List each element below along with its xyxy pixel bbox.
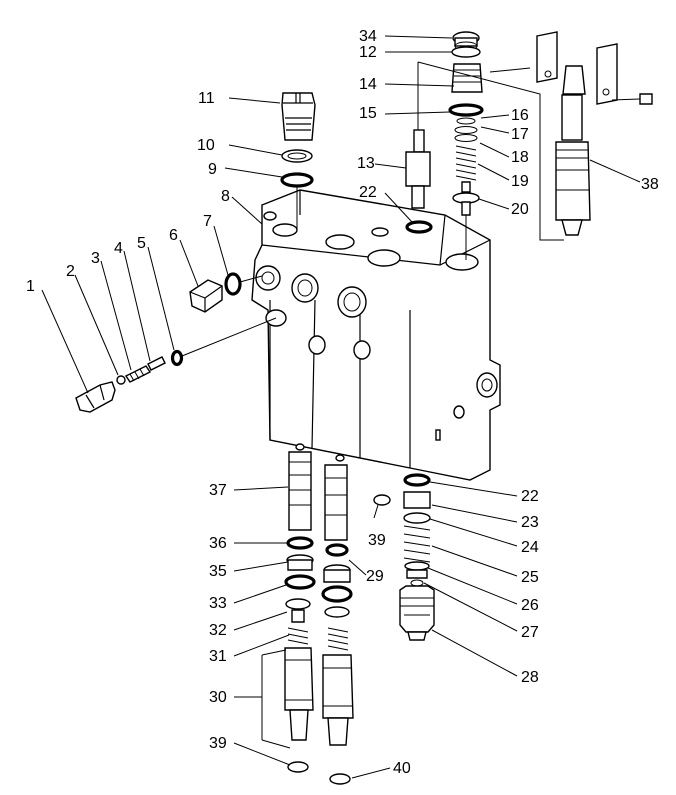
label-39-upper: 39 — [368, 532, 386, 549]
center-stack-parts — [405, 31, 564, 260]
label-35: 35 — [209, 563, 227, 580]
label-32: 32 — [209, 622, 227, 639]
label-7: 7 — [203, 213, 212, 230]
label-25: 25 — [521, 569, 539, 586]
relief-valve-parts — [75, 272, 277, 413]
label-37: 37 — [209, 482, 227, 499]
lower-right-parts — [373, 473, 435, 641]
label-13: 13 — [357, 155, 375, 172]
leader-lines — [41, 35, 641, 779]
label-1: 1 — [26, 278, 35, 295]
label-26: 26 — [521, 597, 539, 614]
label-17: 17 — [511, 126, 529, 143]
label-23: 23 — [521, 514, 539, 531]
top-plug-parts — [280, 92, 316, 230]
label-14: 14 — [359, 76, 377, 93]
label-16: 16 — [511, 107, 529, 124]
label-30: 30 — [209, 689, 227, 706]
label-15: 15 — [359, 105, 377, 122]
label-22-top: 22 — [359, 184, 377, 201]
label-34: 34 — [359, 28, 377, 45]
label-31: 31 — [209, 648, 227, 665]
label-19: 19 — [511, 173, 529, 190]
valve-body — [251, 189, 501, 481]
label-2: 2 — [66, 263, 75, 280]
label-4: 4 — [114, 240, 123, 257]
label-24: 24 — [521, 539, 539, 556]
label-33: 33 — [209, 595, 227, 612]
label-39-lower: 39 — [209, 735, 227, 752]
label-38: 38 — [641, 176, 659, 193]
label-18: 18 — [511, 149, 529, 166]
callout-labels: 1 2 3 4 5 6 7 8 9 10 11 12 13 14 15 16 1… — [26, 28, 659, 777]
label-22-bottom: 22 — [521, 488, 539, 505]
label-36: 36 — [209, 535, 227, 552]
label-40: 40 — [393, 760, 411, 777]
label-3: 3 — [91, 250, 100, 267]
linkage-parts — [489, 31, 653, 236]
label-29: 29 — [366, 568, 384, 585]
label-27: 27 — [521, 624, 539, 641]
label-8: 8 — [221, 188, 230, 205]
label-10: 10 — [197, 137, 215, 154]
label-11: 11 — [198, 90, 215, 107]
label-20: 20 — [511, 201, 529, 218]
label-5: 5 — [137, 235, 146, 252]
label-28: 28 — [521, 669, 539, 686]
lower-left-parts — [284, 451, 354, 785]
label-9: 9 — [208, 161, 217, 178]
label-12: 12 — [359, 44, 377, 61]
label-6: 6 — [169, 227, 178, 244]
